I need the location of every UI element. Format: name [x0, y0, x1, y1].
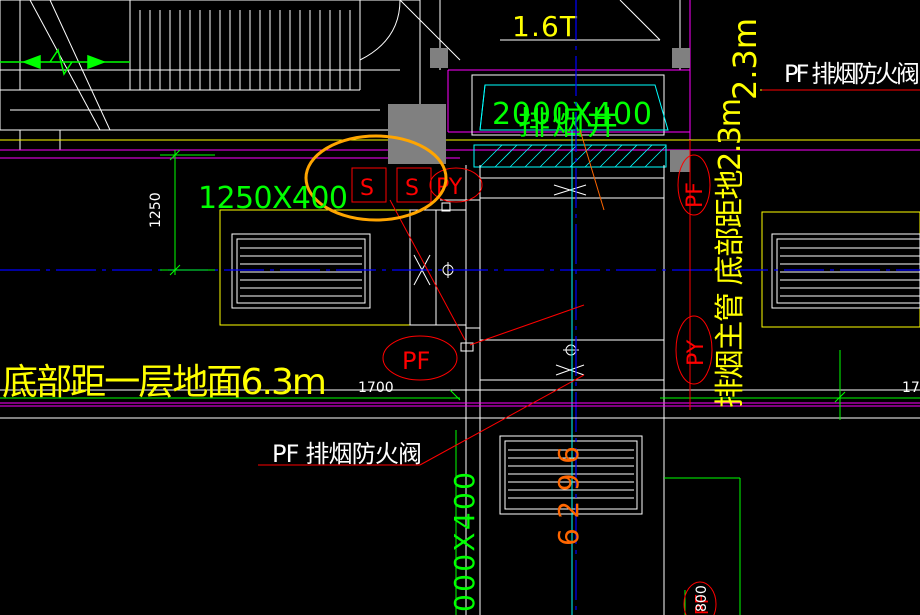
- top-structure: [430, 0, 691, 160]
- dim-1250-label: 1250: [148, 192, 164, 228]
- red-leader-lines: [258, 129, 691, 466]
- tag-py-right[interactable]: PY: [675, 315, 713, 385]
- air-grille-left: [231, 233, 371, 309]
- pf-damper-label-bottom: PF 排烟防火阀: [272, 440, 422, 468]
- dimension-lines: [0, 149, 920, 615]
- columns: [388, 104, 690, 172]
- pf-damper-label-top: PF 排烟防火阀: [784, 60, 920, 88]
- yellow-outline: [0, 89, 920, 328]
- duct-size-vertical: 000X400: [448, 472, 481, 612]
- shaft-size-label: 2000X400: [492, 97, 652, 132]
- smoke-shaft: [471, 74, 669, 168]
- tag-pf-bottom-right-text: PF: [692, 594, 713, 615]
- dim-800: 800: [694, 585, 710, 612]
- dim-1700-right: 170: [902, 380, 920, 396]
- air-grille-right: [771, 233, 920, 309]
- tag-pf-mid[interactable]: PF: [382, 335, 458, 381]
- air-grille-bottom: [499, 435, 643, 515]
- side-note-2-3m: 2.3m: [726, 18, 764, 100]
- tag-s1-text: S: [360, 176, 374, 201]
- tag-s2-text: S: [405, 176, 419, 201]
- highlight-circle: [304, 134, 448, 222]
- tag-pf-mid-text: PF: [402, 347, 430, 375]
- vertical-main-note: 排烟主管 底部距地2.3m: [713, 98, 748, 408]
- break-line-symbol: [0, 48, 130, 76]
- tag-py-right-text: PY: [684, 339, 709, 366]
- floor-height-note: 底部距一层地面6.3m: [2, 362, 327, 403]
- top-dim-label: 1.6T: [512, 10, 578, 43]
- tag-s1[interactable]: S: [351, 167, 387, 203]
- tag-pf-right-top-text: PF: [683, 182, 708, 208]
- shaft-label: 排烟井: [518, 104, 618, 142]
- duct-size-label: 1250X400: [198, 181, 348, 216]
- dim-1700-left: 1700: [358, 380, 394, 396]
- magenta-lines: [0, 69, 920, 159]
- staircase: [0, 0, 461, 150]
- floor-lines: [0, 389, 920, 419]
- tag-pf-right-top[interactable]: PF: [677, 154, 711, 216]
- dim-6296: 6296: [552, 446, 585, 546]
- tag-pf-bottom-right[interactable]: PF: [683, 581, 717, 615]
- tag-s2[interactable]: S: [396, 167, 432, 203]
